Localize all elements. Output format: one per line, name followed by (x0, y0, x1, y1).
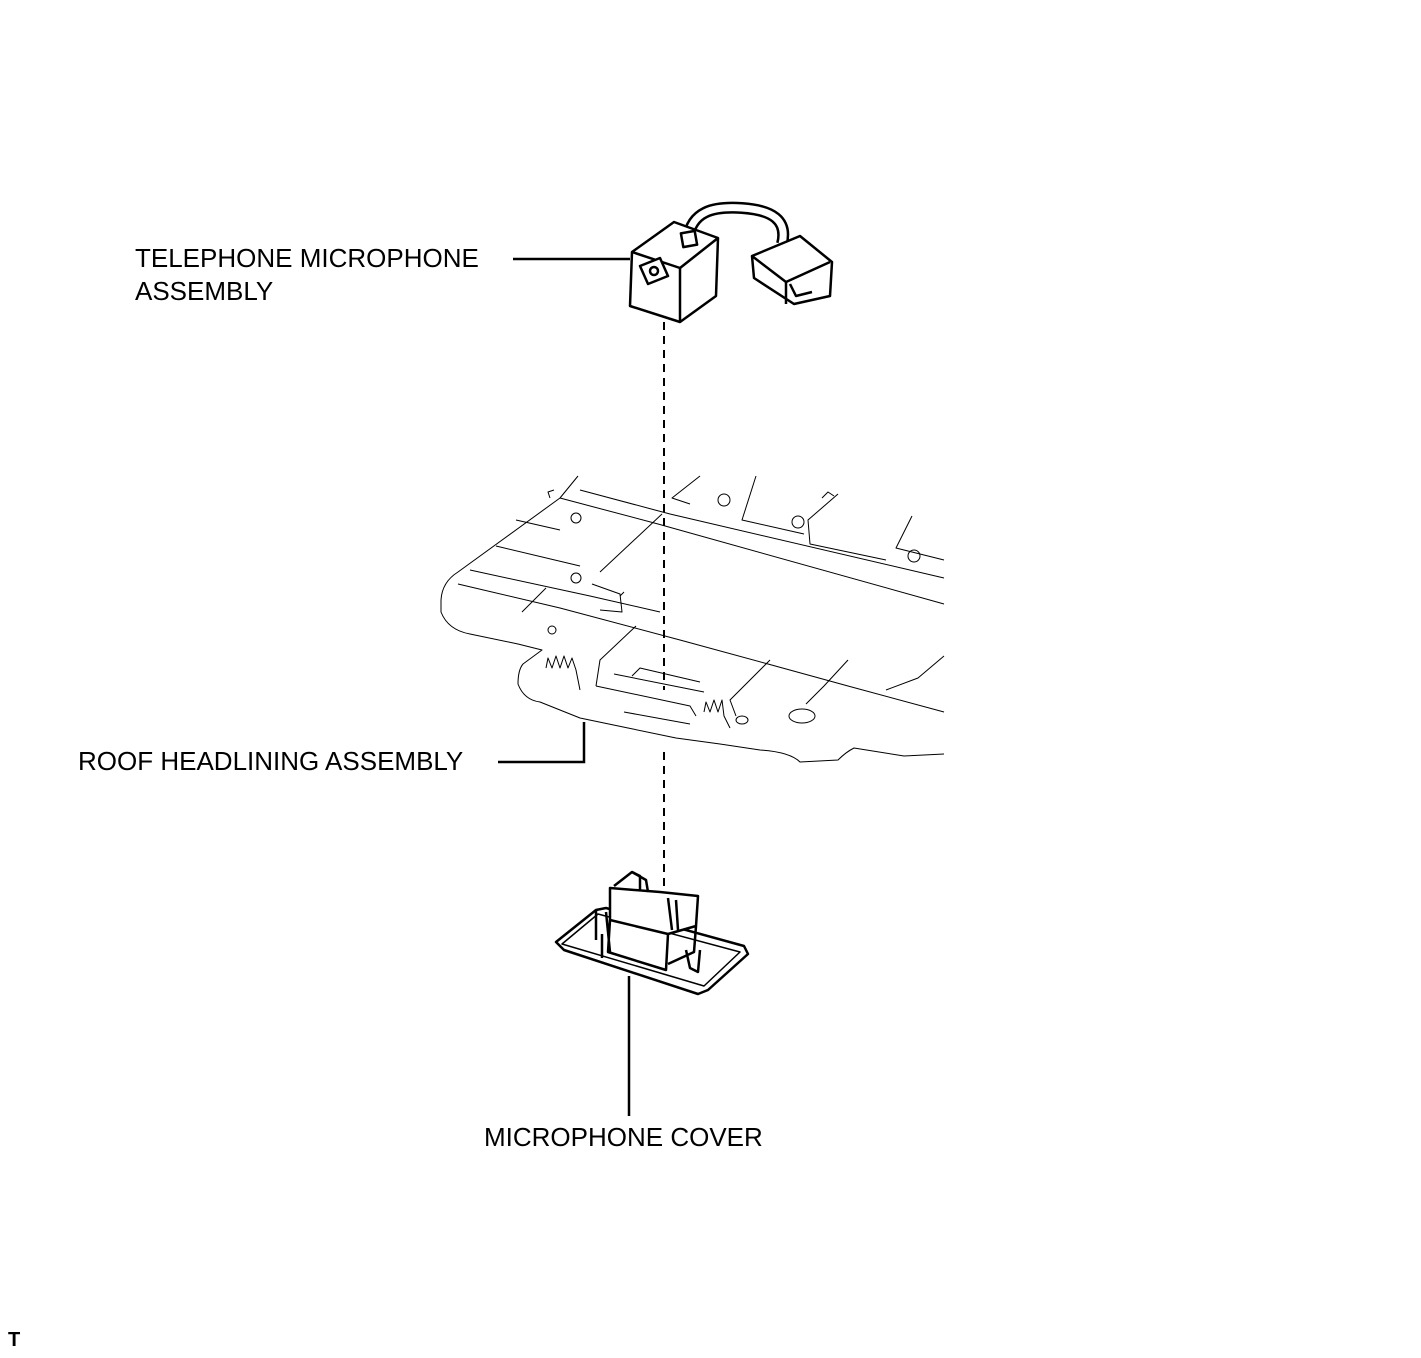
microphone-cover (554, 870, 750, 996)
telephone-microphone-label-line1: TELEPHONE MICROPHONE (135, 243, 479, 273)
roof-headlining-assembly-label: ROOF HEADLINING ASSEMBLY (78, 746, 464, 776)
figure-code-label: T (8, 1329, 21, 1351)
microphone-cover-label: MICROPHONE COVER (484, 1122, 763, 1152)
leader-line-roof-headlining (498, 722, 586, 764)
telephone-microphone-assembly (628, 201, 834, 324)
telephone-microphone-label-line2: ASSEMBLY (135, 276, 274, 306)
roof-headlining-assembly (440, 475, 945, 763)
telephone-microphone-assembly-label: TELEPHONE MICROPHONE ASSEMBLY (135, 242, 479, 308)
leader-lines (498, 257, 631, 1116)
